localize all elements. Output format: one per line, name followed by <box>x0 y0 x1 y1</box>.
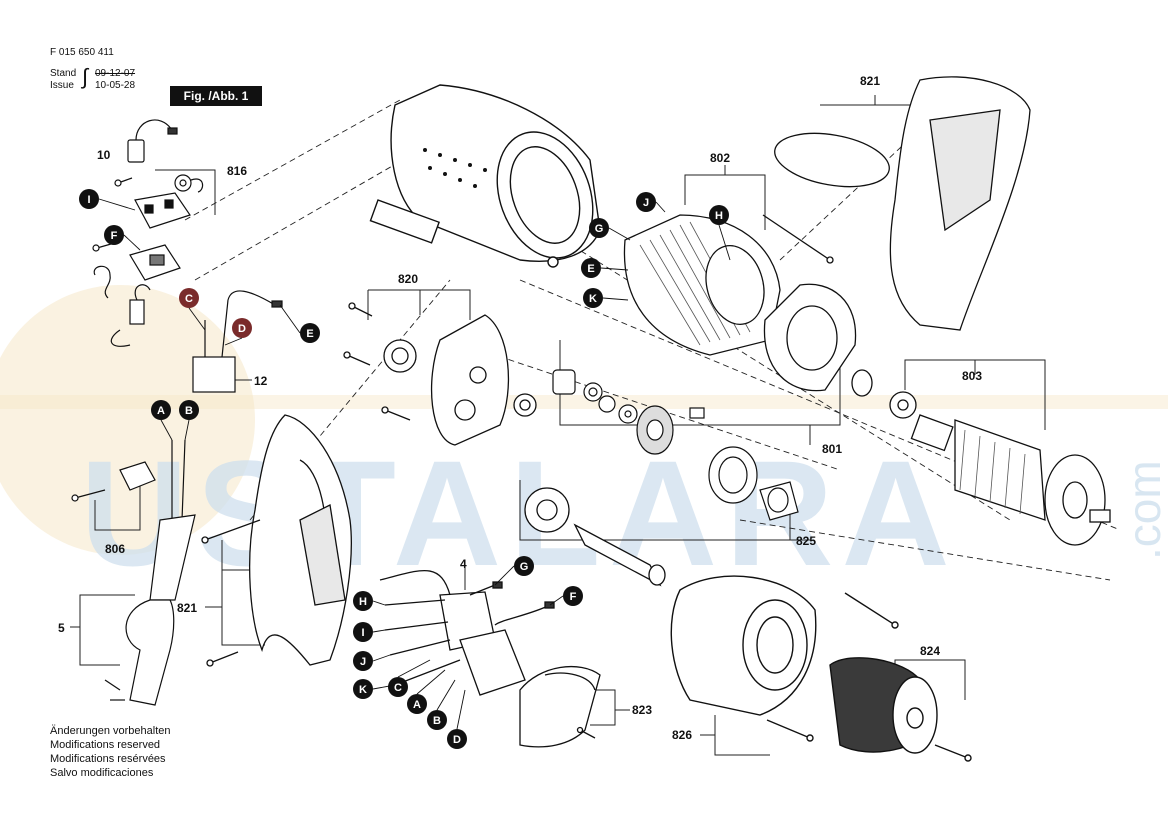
svg-text:B: B <box>433 715 441 727</box>
part-number-806: 806 <box>105 542 125 556</box>
handle-half-left <box>201 414 352 667</box>
callout-B-switch: B <box>427 710 447 730</box>
trigger <box>519 665 601 748</box>
gear-set <box>552 369 799 521</box>
part-number-801: 801 <box>822 442 842 456</box>
footer-line-en: Modifications reserved <box>50 739 161 751</box>
svg-text:G: G <box>595 223 604 235</box>
svg-text:K: K <box>589 293 597 305</box>
callout-J-switch: J <box>353 651 373 671</box>
document-number: F 015 650 411 <box>50 47 114 58</box>
svg-text:G: G <box>520 561 529 573</box>
bracket-lines <box>70 95 1046 756</box>
svg-text:C: C <box>394 682 402 694</box>
motor-housing <box>369 84 601 268</box>
svg-text:A: A <box>413 699 421 711</box>
callout-G-top: G <box>589 218 609 238</box>
part-number-826: 826 <box>672 728 692 742</box>
part-number-803: 803 <box>962 369 982 383</box>
callout-H-switch: H <box>353 591 373 611</box>
callout-H-top: H <box>709 205 729 225</box>
callout-D-left: D <box>232 318 252 338</box>
callout-K-top: K <box>583 288 603 308</box>
svg-text:E: E <box>587 263 594 275</box>
svg-text:D: D <box>238 323 246 335</box>
part-number-820: 820 <box>398 272 418 286</box>
keyless-chuck <box>829 657 972 762</box>
callout-F-switch: F <box>563 586 583 606</box>
issue-label: Issue <box>50 80 74 91</box>
stator <box>623 214 834 356</box>
part-number-821-left: 821 <box>177 601 197 615</box>
callout-D-switch: D <box>447 729 467 749</box>
issue-date: 10-05-28 <box>95 80 136 91</box>
capacitor <box>192 290 283 393</box>
svg-text:I: I <box>361 627 364 639</box>
watermark-side-text: .com <box>1118 460 1168 560</box>
callout-A-switch: A <box>407 694 427 714</box>
callout-G-switch: G <box>514 556 534 576</box>
svg-text:J: J <box>643 197 649 209</box>
callout-K-switch: K <box>353 679 373 699</box>
svg-text:D: D <box>453 734 461 746</box>
svg-text:F: F <box>570 591 577 603</box>
callout-B-cord: B <box>179 400 199 420</box>
svg-text:E: E <box>306 328 313 340</box>
callout-leaders <box>98 198 731 730</box>
callout-I-switch: I <box>353 622 373 642</box>
callout-A-cord: A <box>151 400 171 420</box>
callout-E-top: E <box>581 258 601 278</box>
spindle <box>524 487 666 587</box>
brush-holder-lower <box>92 241 181 347</box>
stand-label: Stand <box>50 68 77 79</box>
part-number-5: 5 <box>58 621 65 635</box>
part-number-824: 824 <box>920 644 940 658</box>
part-number-825: 825 <box>796 534 816 548</box>
carbon-brush <box>127 119 178 163</box>
callout-E-left: E <box>300 323 320 343</box>
watermark: USTALARA .com <box>0 285 1168 597</box>
svg-text:I: I <box>87 194 90 206</box>
part-number-12: 12 <box>254 374 268 388</box>
callout-F-left: F <box>104 225 124 245</box>
callout-C-left: C <box>179 288 199 308</box>
gearbox-housing <box>670 575 899 742</box>
footer-line-fr: Modifications resérvées <box>50 753 166 765</box>
svg-text:C: C <box>185 293 193 305</box>
part-number-816: 816 <box>227 164 247 178</box>
brush-holder <box>114 174 204 229</box>
rear-handle-cover <box>774 76 1031 331</box>
callout-C-switch: C <box>388 677 408 697</box>
armature <box>889 391 1111 546</box>
callout-I-top: I <box>79 189 99 209</box>
callout-J-top: J <box>636 192 656 212</box>
bearing-support <box>343 302 537 446</box>
svg-text:H: H <box>715 210 723 222</box>
part-number-802: 802 <box>710 151 730 165</box>
switch-assembly <box>379 569 555 696</box>
cord-clamp <box>71 461 156 502</box>
stand-date: 09-12-07 <box>95 68 136 79</box>
part-number-4: 4 <box>460 557 467 571</box>
part-number-10: 10 <box>97 148 111 162</box>
power-cord <box>104 439 196 706</box>
svg-text:F: F <box>111 230 118 242</box>
footer-line-de: Änderungen vorbehalten <box>50 725 171 737</box>
footer-notes: Änderungen vorbehalten Modifications res… <box>50 724 170 780</box>
svg-text:H: H <box>359 596 367 608</box>
figure-label: Fig. /Abb. 1 <box>170 86 262 106</box>
brace-glyph: ∫ <box>82 64 89 89</box>
part-number-821-right: 821 <box>860 74 880 88</box>
footer-line-es: Salvo modificaciones <box>50 767 154 779</box>
svg-text:K: K <box>359 684 367 696</box>
part-number-823: 823 <box>632 703 652 717</box>
svg-text:A: A <box>157 405 165 417</box>
fan-baffle <box>763 283 873 397</box>
svg-text:J: J <box>360 656 366 668</box>
svg-text:B: B <box>185 405 193 417</box>
